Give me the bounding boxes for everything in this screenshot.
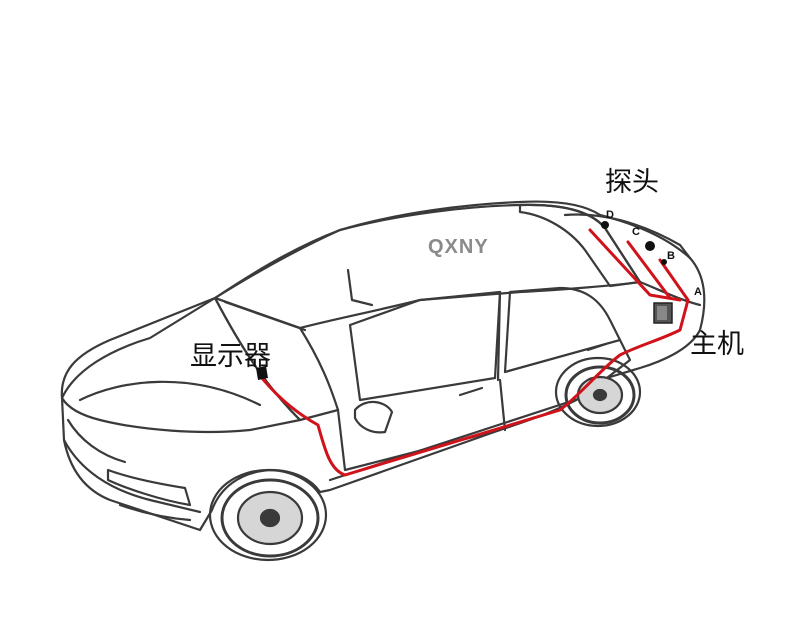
rear-hub	[592, 388, 608, 402]
probe-label: 探头	[605, 167, 659, 198]
roof-outline	[213, 203, 642, 330]
wire-main-run	[260, 298, 690, 477]
headlight	[106, 468, 192, 507]
hood	[60, 296, 302, 434]
sensor-dot-c	[645, 241, 655, 251]
sensor-label-a: A	[694, 286, 702, 298]
rear-spoiler	[563, 213, 692, 260]
windshield-line-1	[223, 300, 307, 332]
rear-glass	[518, 203, 642, 288]
car-body-outline	[60, 200, 706, 532]
sensor-label-b: B	[667, 250, 675, 262]
rear-wheel-arch	[554, 356, 642, 428]
wire-branch-b	[658, 258, 690, 302]
rear-tire	[564, 365, 636, 425]
display-label: 显示器	[190, 341, 271, 372]
front-bumper	[62, 438, 202, 514]
fog-slot	[118, 503, 192, 522]
front-door-handle	[458, 386, 484, 397]
front-tire	[220, 478, 320, 558]
front-wheel-arch	[208, 468, 328, 562]
brand-text: QXNY	[428, 236, 489, 258]
wire-branch-c	[626, 240, 672, 300]
antenna	[346, 268, 374, 307]
sensor-label-c: C	[632, 226, 640, 238]
rear-door-window	[503, 286, 622, 374]
door-seam	[498, 378, 507, 432]
front-hub	[259, 508, 281, 528]
front-door-edge	[336, 408, 502, 472]
host-label: 主机	[690, 329, 744, 360]
front-door-window	[348, 290, 502, 402]
trunk-lid	[638, 280, 702, 307]
rear-door-handle	[586, 342, 608, 352]
sensor-label-d: D	[606, 209, 614, 221]
sensor-dot-b	[661, 259, 667, 265]
sensor-dot-d	[601, 221, 609, 229]
b-pillar	[496, 290, 502, 382]
grille	[66, 418, 127, 464]
side-mirror	[353, 400, 394, 434]
control-unit-face	[657, 306, 667, 320]
hood-crease	[78, 380, 262, 407]
display-unit	[256, 366, 268, 380]
